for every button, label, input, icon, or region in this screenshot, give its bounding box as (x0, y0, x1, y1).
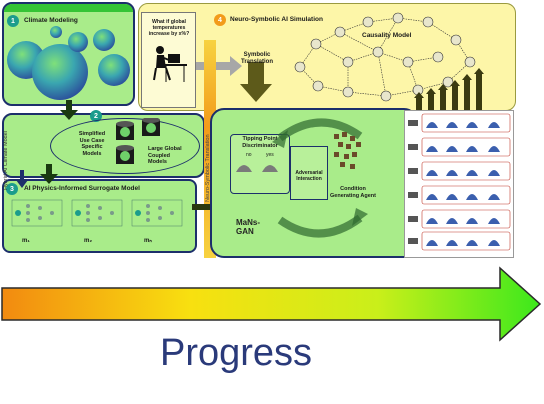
symbolic-translation-label: Symbolic Translation (240, 52, 273, 65)
distribution-curves (236, 165, 278, 172)
mans-gan-label: MaNs- GAN (236, 218, 261, 236)
translation-arrow (196, 56, 272, 102)
panel-1-title: Climate Modeling (24, 17, 78, 24)
person-at-desk-icon (153, 46, 187, 82)
large-models-label: Large Global Coupled Models (148, 146, 182, 165)
flow-arrows (16, 100, 78, 188)
causality-graph (294, 12, 476, 102)
tipping-no: no (246, 152, 252, 158)
causality-model-label: Causality Model (362, 32, 412, 39)
gan-cycle-arrows (272, 118, 368, 238)
surrogate-mn: mₙ (144, 238, 152, 244)
surrogate-m1: m₁ (22, 238, 30, 244)
tipping-label: Tipping Point Discriminator (242, 136, 278, 149)
badge-1: 1 (7, 15, 19, 27)
agent-cubes (334, 132, 361, 169)
progress-arrow (1, 266, 542, 342)
distribution-grid-cells (408, 113, 511, 251)
neural-net-diagrams (11, 199, 183, 227)
surrogate-m2: m₂ (84, 238, 93, 244)
panel-4-title: Neuro-Symbolic AI Simulation (230, 16, 323, 23)
badge-3: 3 (6, 183, 18, 195)
panel-3-title: AI Physics-Informed Surrogate Model (24, 185, 140, 192)
tipping-yes: yes (266, 152, 274, 158)
adversarial-box (290, 146, 328, 200)
models-oval (50, 118, 200, 174)
adversarial-label: Adversarial Interaction (295, 170, 323, 182)
climate-globes (7, 26, 130, 100)
progress-label: Progress (160, 332, 313, 374)
question-text: What if global temperatures increase by … (148, 19, 190, 37)
rising-bars-icon (414, 68, 484, 110)
model-cylinders (116, 118, 160, 164)
condition-agent-label: Condition Generating Agent (330, 186, 376, 199)
badge-4: 4 (214, 14, 226, 26)
panel-surrogate (2, 179, 197, 253)
simplified-models-label: Simplified Use Case Specific Models (78, 131, 106, 157)
